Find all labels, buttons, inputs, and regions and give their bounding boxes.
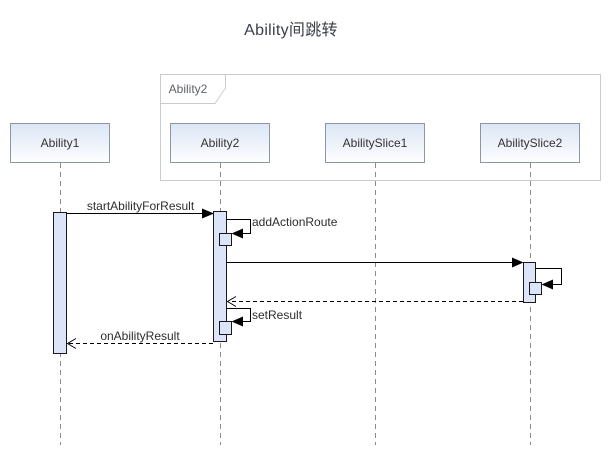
message-label-startabilityforresult: startAbilityForResult (86, 199, 195, 213)
participant-abilityslice1: AbilitySlice1 (325, 123, 425, 163)
nested-activation-setresult (219, 321, 232, 335)
diagram-title: Ability间跳转 (244, 22, 338, 39)
message-addactionroute (226, 219, 251, 239)
activations (53, 211, 542, 354)
nested-activation-abilityslice2 (529, 282, 542, 295)
activation-ability1 (53, 212, 67, 354)
participant-ability2: Ability2 (170, 123, 270, 163)
participant-ability1: Ability1 (10, 123, 110, 163)
filled-arrowhead-icon (202, 208, 214, 219)
message-line (226, 308, 251, 322)
lifelines (60, 163, 531, 445)
open-arrowhead-icon (226, 296, 237, 307)
message-return-abilityslice2-to-ability2 (226, 296, 523, 307)
message-line (226, 219, 251, 234)
fragment-label: Ability2 (168, 81, 208, 96)
participant-abilityslice2: AbilitySlice2 (480, 123, 580, 163)
filled-arrowhead-icon (541, 279, 553, 290)
message-setresult (226, 308, 251, 327)
message-startabilityforresult (66, 208, 214, 219)
message-onabilityresult (66, 338, 213, 349)
message-abilityslice2-self (535, 268, 562, 290)
message-ability2-to-abilityslice2 (226, 257, 524, 268)
filled-arrowhead-icon (231, 316, 243, 327)
message-label-setresult: setResult (252, 308, 303, 322)
open-arrowhead-icon (66, 338, 77, 349)
message-label-onabilityresult: onAbilityResult (100, 329, 180, 343)
filled-arrowhead-icon (512, 257, 524, 268)
fragment-label-tab (160, 74, 226, 104)
nested-activation-addactionroute (219, 233, 232, 246)
filled-arrowhead-icon (231, 228, 243, 239)
message-label-addactionroute: addActionRoute (252, 215, 338, 229)
fragment-frame-ability2 (160, 74, 601, 181)
message-line (535, 268, 562, 285)
